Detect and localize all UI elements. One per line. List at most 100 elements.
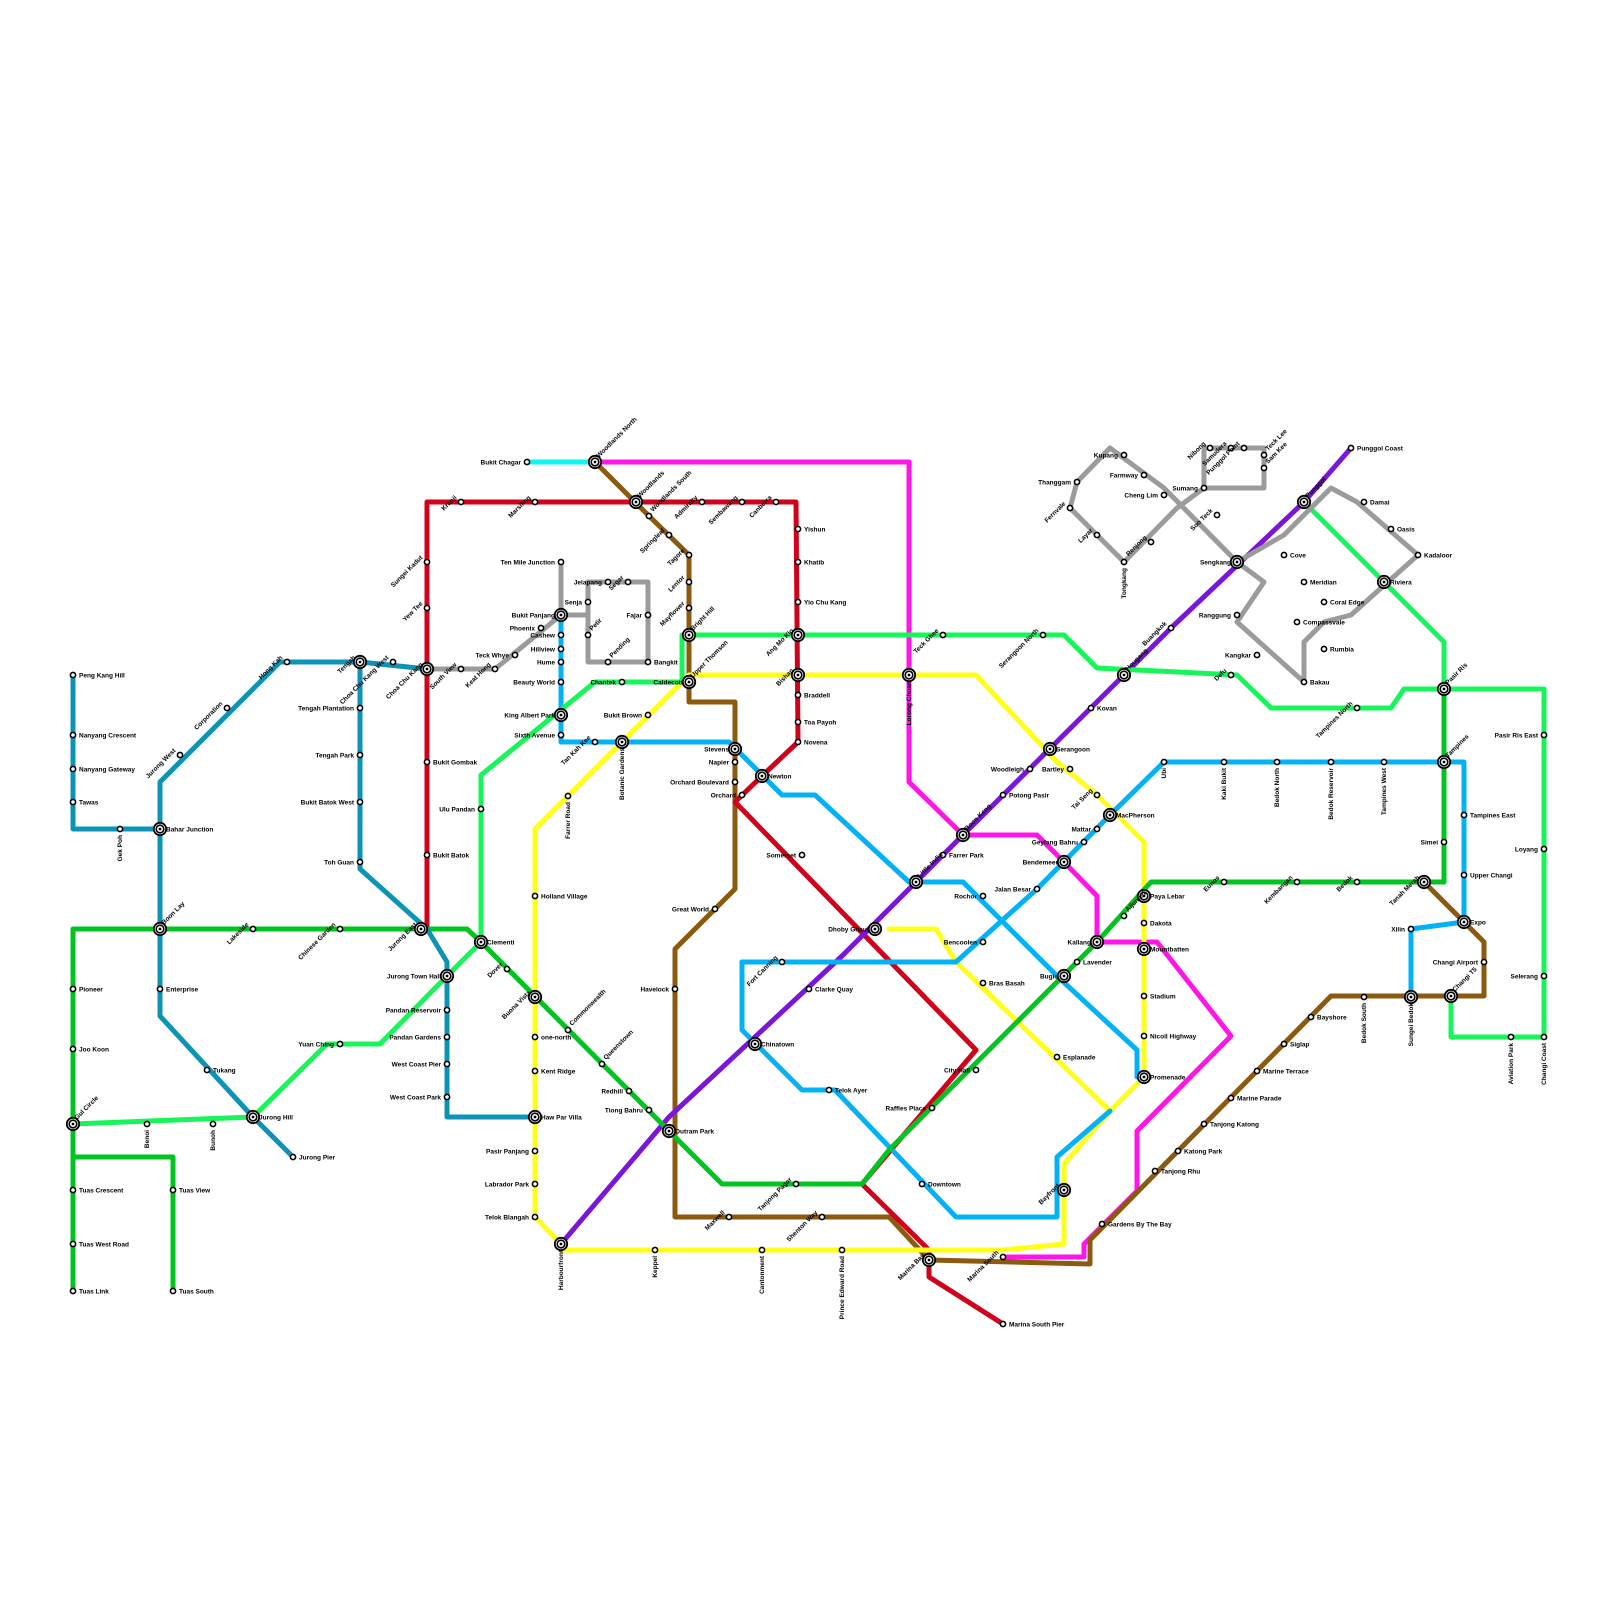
jurong-region-line-c [360,662,527,1117]
station-punggol-center-dot [1303,501,1306,504]
station-botanic-gardens-center-dot [621,741,624,744]
station-bunoh-marker [210,1121,215,1126]
station-chinatown-center-dot [754,1043,757,1046]
station-jurong-east-label: Jurong East [387,921,419,953]
station-mountbatten-interchange [1138,943,1150,955]
station-macpherson-center-dot [1109,814,1112,817]
station-nicoll-highway-label: Nicoll Highway [1150,1033,1197,1040]
station-bayshore-label: Bayshore [1317,1014,1347,1021]
station-paya-lebar-label: Paya Lebar [1150,893,1185,900]
station-simei-marker [1441,839,1446,844]
station-gardens-by-the-bay-marker [1099,1221,1104,1226]
station-ulu-pandan-label: Ulu Pandan [439,806,475,813]
station-cheng-lim-marker [1161,492,1166,497]
station-sengkang-label: Sengkang [1200,559,1231,566]
station-chantek-label: Chantek [590,679,616,686]
station-sumang-marker [1201,485,1206,490]
station-aviation-park-marker [1508,1034,1513,1039]
station-petir-marker [585,632,590,637]
station-fajar-label: Fajar [626,612,642,619]
station-king-albert-park-center-dot [560,714,563,717]
station-pasir-ris-east-marker [1541,732,1546,737]
station-changi-t5-center-dot [1450,995,1453,998]
station-renjong-marker [1148,539,1153,544]
station-buona-vista-label: Buona Vista [501,989,533,1021]
station-jurong-pier-label: Jurong Pier [299,1154,336,1161]
station-ang-mo-kio-center-dot [797,634,800,637]
station-sungei-kadut-label: Sungei Kadut [390,554,425,589]
station-marina-south-pier-marker [1000,1321,1005,1326]
station-jurong-hill-label: Jurong Hill [259,1114,293,1121]
station-upper-changi-marker [1461,872,1466,877]
station-mattar-label: Mattar [1071,826,1091,833]
station-sengkang-center-dot [1236,561,1239,564]
station-tuas-south-label: Tuas South [179,1288,214,1295]
station-outram-park-label: Outram Park [675,1128,714,1135]
stations-layer [67,445,1547,1326]
station-king-albert-park-label: King Albert Park [504,712,555,719]
station-novena-label: Novena [804,739,828,746]
station-keppel-label: Keppel [652,1256,659,1278]
station-yio-chu-kang-marker [795,599,800,604]
station-marina-south-marker [1000,1254,1005,1259]
station-sumang-label: Sumang [1172,485,1198,492]
station-kallang-center-dot [1096,941,1099,944]
station-marine-parade-marker [1228,1095,1233,1100]
station-choa-chu-kang-west-marker [390,659,395,664]
station-kovan-marker [1088,705,1093,710]
station-shenton-way-marker [819,1214,824,1219]
station-yew-tee-label: Yew Tee [402,600,425,623]
station-downtown-label: Downtown [928,1181,961,1188]
station-mayflower-label: Mayflower [659,600,687,628]
station-kent-ridge-label: Kent Ridge [541,1068,576,1075]
station-hume-label: Hume [537,659,555,666]
station-bangkit-label: Bangkit [654,659,679,666]
station-kallang-label: Kallang [1068,939,1092,946]
station-teck-whye-marker [512,652,517,657]
station-telok-ayer-marker [826,1087,831,1092]
station-tuas-west-road-marker [70,1241,75,1246]
station-keppel-marker [652,1247,657,1252]
station-tanjong-rhu-label: Tanjong Rhu [1161,1168,1200,1175]
station-bukit-batok-marker [424,852,429,857]
station-hong-kah-label: Hong Kah [258,654,285,681]
station-west-coast-pier-label: West Coast Pier [392,1061,442,1068]
station-pioneer-marker [70,986,75,991]
station-tengah-center-dot [359,661,362,664]
station-lavender-label: Lavender [1083,959,1112,966]
station-ten-mile-junction-marker [558,559,563,564]
station-sixth-avenue-label: Sixth Avenue [514,732,555,739]
station-bartley-label: Bartley [1042,766,1064,773]
station-tuas-crescent-label: Tuas Crescent [79,1187,124,1194]
station-expo-center-dot [1463,921,1466,924]
station-renjong-label: Renjong [1125,534,1148,557]
station-dhoby-ghaut-label: Dhoby Ghaut [828,926,870,933]
station-downtown-marker [919,1181,924,1186]
station-bencoolen-marker [980,939,985,944]
station-katong-park-marker [1175,1148,1180,1153]
station-teck-lee-marker [1261,452,1266,457]
station-bedok-reservoir-label: Bedok Reservoir [1328,768,1335,820]
station-bukit-brown-marker [645,712,650,717]
station-caldecott-label: Caldecott [653,679,683,686]
station-tuas-view-label: Tuas View [179,1187,211,1194]
station-harbourfront-label: Harbourfront [558,1249,565,1290]
station-newton-center-dot [761,775,764,778]
station-jurong-east-interchange [415,923,427,935]
station-queenstown-label: Queenstown [602,1029,635,1062]
station-soo-teck-marker [1214,512,1219,517]
station-tengah-park-label: Tengah Park [315,752,354,759]
station-kangkar-marker [1254,652,1259,657]
station-little-india-label: Little India [916,851,944,879]
station-sungei-bedok-center-dot [1410,996,1413,999]
station-canberra-label: Canberra [748,494,773,519]
station-lakeside-marker [250,926,255,931]
station-raffles-place-marker [929,1105,934,1110]
station-ubi-marker [1161,759,1166,764]
station-bukit-gombak-marker [424,759,429,764]
station-one-north-marker [532,1034,537,1039]
station-changi-t5-label: Changi T5 [1451,966,1478,993]
station-woodlands-south-marker [646,513,651,518]
station-springleaf-label: Springleaf [639,527,667,555]
